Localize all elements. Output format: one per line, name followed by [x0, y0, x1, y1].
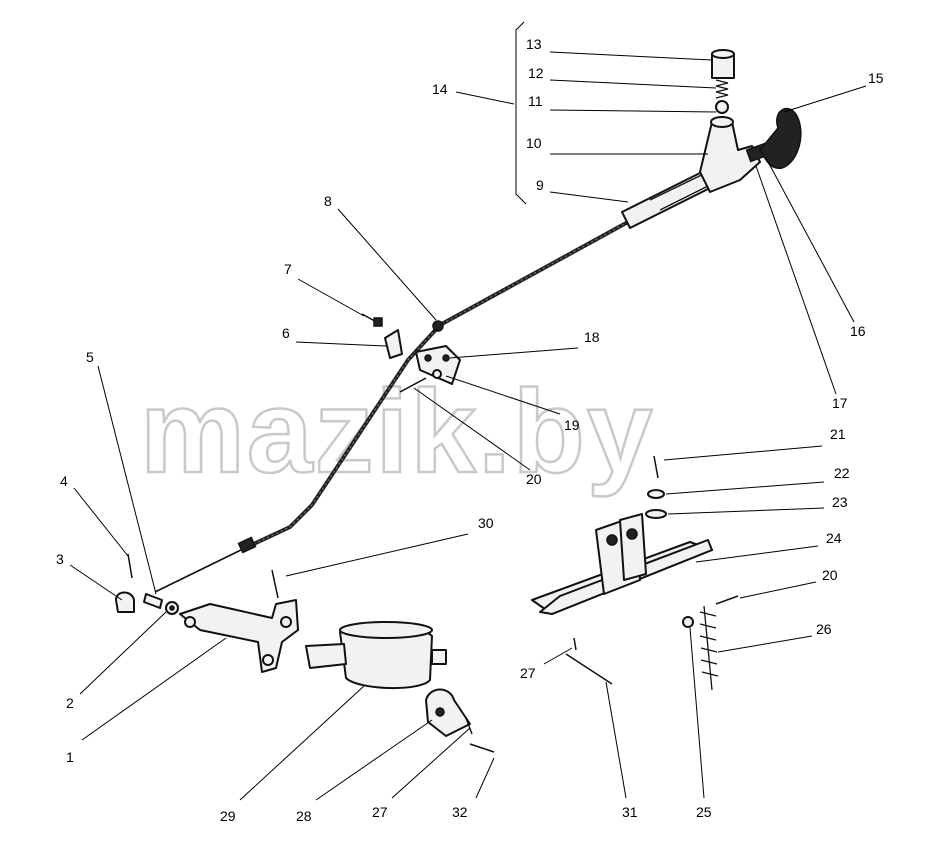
- callout-20-right: 20: [822, 567, 838, 583]
- callout-14: 14: [432, 81, 448, 97]
- callout-2: 2: [66, 695, 74, 711]
- washer-23: [645, 509, 667, 519]
- callout-6: 6: [282, 325, 290, 341]
- washer-19: [432, 369, 442, 379]
- valve-parts: [305, 621, 495, 753]
- nut-25: [682, 616, 694, 628]
- watermark-text: mazik.by: [140, 366, 654, 498]
- callout-20-upper: 20: [526, 471, 542, 487]
- pin-31: [565, 653, 613, 685]
- lever-1: [179, 599, 299, 673]
- callout-18: 18: [584, 329, 600, 345]
- callout-28: 28: [296, 808, 312, 824]
- callout-23: 23: [832, 494, 848, 510]
- pin-30: [271, 569, 279, 599]
- callout-27-right: 27: [520, 665, 536, 681]
- cable-ferrule: [432, 320, 444, 332]
- callout-12: 12: [528, 65, 544, 81]
- screw-7: [373, 317, 383, 327]
- spring-26: [703, 605, 713, 691]
- callout-22: 22: [834, 465, 850, 481]
- ball-11: [715, 100, 729, 114]
- pedal-bracket-parts: [531, 455, 739, 691]
- control-cable: [154, 220, 630, 593]
- callout-29: 29: [220, 808, 236, 824]
- callout-19: 19: [564, 417, 580, 433]
- callout-30: 30: [478, 515, 494, 531]
- callout-26: 26: [816, 621, 832, 637]
- bolt-20b: [715, 595, 739, 605]
- callout-7: 7: [284, 261, 292, 277]
- clamp-6: [384, 329, 403, 359]
- callout-labels: 1 2 3 4 5 6 7 8 9 10 11 12 13 14 15 16 1…: [56, 36, 884, 824]
- callout-24: 24: [826, 530, 842, 546]
- callout-31: 31: [622, 804, 638, 820]
- callout-10: 10: [526, 135, 542, 151]
- callout-25: 25: [696, 804, 712, 820]
- callout-leaders: [69, 51, 867, 801]
- callout-27-bottom: 27: [372, 804, 388, 820]
- plate-28: [425, 688, 471, 737]
- callout-32: 32: [452, 804, 468, 820]
- callout-15: 15: [868, 70, 884, 86]
- cable-clamp-parts: [361, 313, 461, 393]
- callout-3: 3: [56, 551, 64, 567]
- knob-15: [759, 107, 802, 169]
- bolt-21: [653, 455, 659, 479]
- callout-11: 11: [528, 93, 543, 109]
- callout-9: 9: [536, 177, 544, 193]
- callout-17: 17: [832, 395, 848, 411]
- spring-12: [715, 79, 729, 99]
- callout-5: 5: [86, 349, 94, 365]
- bolt-32: [469, 743, 495, 753]
- group-bracket-14: [515, 21, 527, 205]
- callout-21: 21: [830, 426, 846, 442]
- lever-parts: [115, 553, 299, 673]
- callout-8: 8: [324, 193, 332, 209]
- callout-16: 16: [850, 323, 866, 339]
- callout-1: 1: [66, 749, 74, 765]
- bolt-4: [127, 553, 133, 579]
- pin-5: [143, 593, 163, 609]
- callout-13: 13: [526, 36, 542, 52]
- callout-4: 4: [60, 473, 68, 489]
- washer-22: [647, 489, 665, 499]
- pin-27a: [573, 637, 577, 651]
- clip-3: [115, 591, 135, 613]
- handle-assembly: [621, 49, 802, 229]
